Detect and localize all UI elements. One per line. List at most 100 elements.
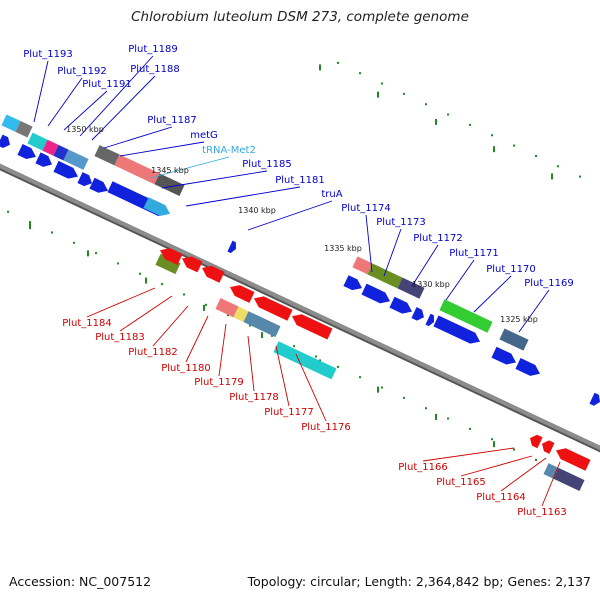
gene-label-plut-1187: Plut_1187 [147, 115, 197, 126]
feature-box [53, 144, 69, 161]
label-leaders [33, 55, 561, 507]
gene-arrow [589, 392, 600, 406]
inner-tick-row-dot [7, 210, 9, 213]
inner-tick-row-dot [359, 376, 361, 379]
gene-box [114, 154, 160, 185]
gene-label-plut-1163: Plut_1163 [517, 507, 567, 518]
inner-tick-row-dot [227, 314, 229, 317]
label-leader [152, 305, 189, 347]
label-leader [422, 447, 515, 462]
gene-label-trua: truA [321, 189, 342, 200]
feature-arrow [389, 296, 413, 314]
feature-box [1, 114, 21, 132]
gene-arrow [77, 172, 92, 187]
feature-box [273, 341, 299, 362]
inner-tick-row-dot [29, 221, 31, 224]
feature-box [397, 277, 425, 299]
scale-label: 1350 kbp [66, 125, 104, 134]
gene-arrow [411, 307, 424, 321]
label-leader [119, 141, 205, 157]
gene-arrow [433, 315, 480, 344]
feature-arrow [143, 197, 170, 216]
label-leader [541, 461, 561, 507]
feature-arrow [0, 134, 10, 149]
outer-tick-row-dot [469, 123, 471, 126]
inner-tick-row-dot [403, 396, 405, 399]
scale-label: 1345 kbp [151, 166, 189, 175]
inner-tick-row-dot [491, 438, 493, 441]
gene-features [0, 114, 600, 491]
inner-tick-row-dot [183, 293, 185, 296]
gene-arrow [17, 143, 37, 159]
gene-box [439, 299, 493, 333]
feature-arrow [230, 285, 255, 303]
feature-arrow [433, 315, 480, 344]
label-leader [161, 170, 268, 189]
gene-arrow [160, 248, 183, 266]
label-leader [247, 335, 255, 392]
feature-arrow [202, 265, 225, 283]
gene-arrow [35, 152, 52, 167]
inner-tick-row-dot [535, 458, 537, 461]
gene-label-plut-1169: Plut_1169 [524, 278, 574, 289]
gene-arrow [230, 285, 255, 303]
gene-arrow [53, 160, 79, 179]
gene-label-plut-1191: Plut_1191 [82, 79, 132, 90]
inner-tick-row-dot [513, 448, 515, 451]
gene-arrow [361, 283, 390, 304]
feature-arrow [343, 275, 363, 291]
outer-tick-row-dot [359, 72, 361, 75]
feature-arrow [35, 152, 52, 167]
gene-arrow [515, 358, 541, 376]
inner-tick-row-dot [249, 324, 251, 327]
gene-arrow [425, 313, 434, 327]
gene-box [63, 149, 89, 170]
inner-tick-row-dot [447, 417, 449, 420]
accession-text: Accession: NC_007512 [9, 574, 152, 589]
feature-arrow [425, 313, 434, 327]
gene-label-plut-1166: Plut_1166 [398, 462, 448, 473]
inner-tick-row-dot [117, 262, 119, 265]
gene-arrow [254, 296, 293, 321]
gene-arrow [343, 275, 363, 291]
inner-tick-row-dot [271, 334, 273, 337]
gene-label-plut-1164: Plut_1164 [476, 492, 526, 503]
label-leader [185, 315, 209, 363]
scale-label: 1335 kbp [324, 244, 362, 253]
label-leader [63, 90, 108, 131]
feature-arrow [361, 283, 390, 304]
feature-arrow [17, 143, 37, 159]
gene-label-trna-met2: tRNA-Met2 [202, 145, 256, 156]
gene-arrow [530, 434, 543, 449]
inner-tick-row-dot [381, 386, 383, 389]
outer-tick-row-dot [513, 144, 515, 147]
gene-box [42, 139, 59, 156]
gene-arrow [389, 296, 413, 314]
inner-tick-row-dot [161, 283, 163, 286]
feature-arrow [89, 177, 109, 193]
gene-label-plut-1188: Plut_1188 [130, 64, 180, 75]
label-leader [473, 275, 512, 313]
gene-arrow [143, 197, 170, 216]
feature-box [352, 256, 373, 275]
gene-arrow [202, 265, 225, 283]
inner-tick-row-dot [139, 272, 141, 275]
inner-tick-row-dot [51, 231, 53, 234]
gene-label-plut-1177: Plut_1177 [264, 407, 314, 418]
backbone-line [0, 163, 600, 451]
feature-arrow [292, 314, 333, 340]
gene-label-plut-1193: Plut_1193 [23, 49, 73, 60]
outer-tick-row-dot [425, 103, 427, 106]
feature-box [293, 350, 337, 380]
backbone [0, 163, 600, 453]
scale-label: 1325 kbp [500, 315, 538, 324]
gene-box [397, 277, 425, 299]
gene-box [53, 144, 69, 161]
feature-box [154, 173, 185, 196]
feature-arrow [53, 160, 79, 179]
label-leader [500, 457, 547, 492]
label-leader [47, 77, 83, 127]
outer-tick-row-dot [381, 82, 383, 85]
gene-box [15, 121, 33, 138]
